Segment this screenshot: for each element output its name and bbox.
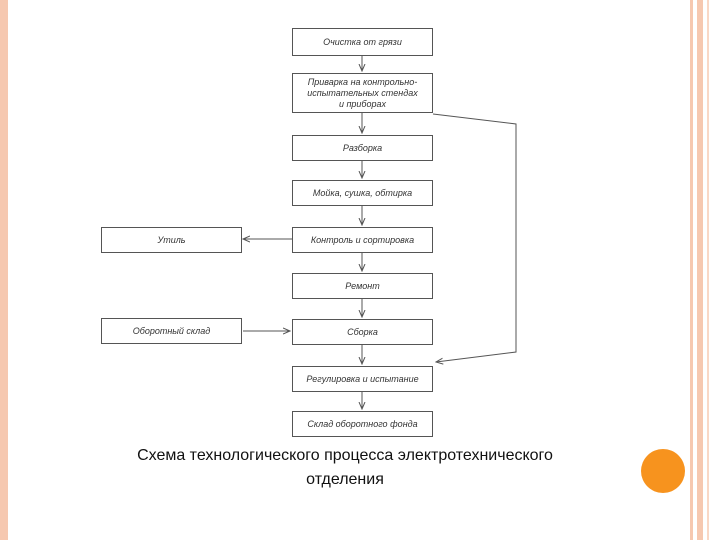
box-testing-stands: Приварка на контрольно- испытательных ст… <box>292 73 433 113</box>
right-frame-stripe <box>690 0 693 540</box>
slide-caption: Схема технологического процесса электрот… <box>60 444 630 492</box>
box-control: Контроль и сортировка <box>292 227 433 253</box>
bypass-connector <box>432 113 517 362</box>
caption-line-2: отделения <box>306 471 384 488</box>
box-cleaning: Очистка от грязи <box>292 28 433 56</box>
right-frame-stripe <box>697 0 703 540</box>
box-scrap: Утиль <box>101 227 242 253</box>
left-frame-stripe <box>0 0 8 540</box>
box-disassembly: Разборка <box>292 135 433 161</box>
decorative-orange-circle <box>641 449 685 493</box>
box-washing: Мойка, сушка, обтирка <box>292 180 433 206</box>
box-reserve-store: Склад оборотного фонда <box>292 411 433 437</box>
box-assembly: Сборка <box>292 319 433 345</box>
right-frame-stripe <box>707 0 709 540</box>
caption-line-1: Схема технологического процесса электрот… <box>137 447 553 464</box>
box-repair: Ремонт <box>292 273 433 299</box>
box-adjustment: Регулировка и испытание <box>292 366 433 392</box>
box-turnover-store: Оборотный склад <box>101 318 242 344</box>
